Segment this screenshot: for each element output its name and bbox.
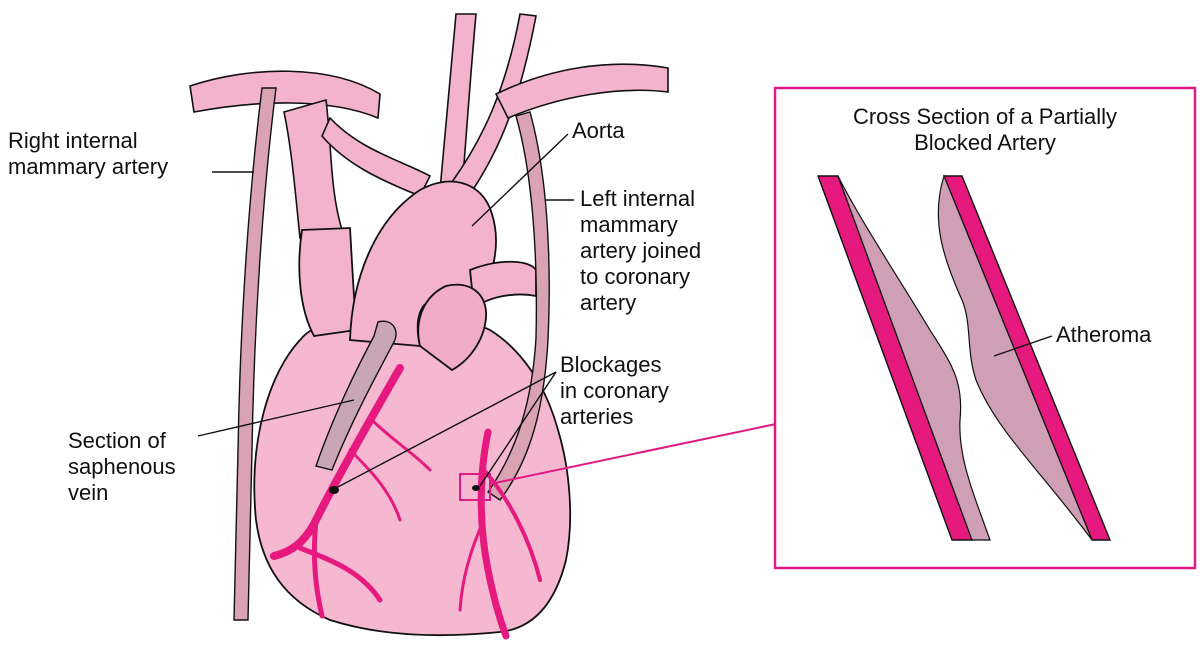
coronary-arteries bbox=[270, 364, 542, 640]
rca-branch-4 bbox=[370, 418, 432, 472]
right-arch-branch bbox=[494, 63, 669, 120]
label-atheroma: Atheroma bbox=[1056, 322, 1152, 347]
right-plaque bbox=[937, 174, 1093, 541]
label-aorta: Aorta bbox=[572, 118, 625, 143]
superior-vena-cava bbox=[298, 227, 357, 337]
callout-connector bbox=[489, 423, 777, 485]
aortic-branches bbox=[189, 13, 669, 239]
left-subclavian-branch bbox=[189, 70, 381, 120]
great-vessels bbox=[298, 180, 537, 372]
label-left-internal-mammary-artery: Left internal mammary artery joined to c… bbox=[580, 186, 702, 315]
left-internal-mammary-artery bbox=[487, 111, 550, 501]
callout-box bbox=[459, 473, 491, 501]
rca-branch-2 bbox=[297, 545, 383, 603]
heart-body bbox=[253, 313, 572, 636]
left-arch-branch bbox=[321, 116, 432, 198]
left-plaque bbox=[837, 175, 991, 541]
artery-cross-section bbox=[816, 174, 1112, 541]
leader-atheroma bbox=[993, 335, 1053, 357]
label-blockages: Blockages in coronary arteries bbox=[560, 352, 669, 429]
blockage-mark-left bbox=[472, 485, 480, 491]
lca-branch-1 bbox=[482, 468, 542, 582]
label-right-internal-mammary-artery: Right internal mammary artery bbox=[8, 128, 169, 179]
mammary-arteries bbox=[233, 87, 550, 621]
leader-blockage-2 bbox=[479, 371, 557, 487]
leader-lines bbox=[197, 133, 1053, 489]
label-saphenous-vein: Section of saphenous vein bbox=[68, 428, 176, 505]
inset-title: Cross Section of a Partially Blocked Art… bbox=[852, 104, 1118, 155]
rca-branch-3 bbox=[348, 448, 402, 522]
lca-branch-2 bbox=[458, 518, 486, 612]
right-coronary-artery bbox=[270, 364, 404, 560]
left-coronary-artery bbox=[477, 428, 510, 640]
leader-blockage-1 bbox=[335, 371, 557, 489]
leader-saphenous bbox=[197, 399, 355, 437]
right-internal-mammary-artery bbox=[233, 87, 277, 621]
pulmonary-trunk bbox=[417, 283, 487, 372]
leader-aorta bbox=[471, 133, 569, 227]
rca-branch-1 bbox=[311, 517, 325, 619]
saphenous-vein-graft bbox=[315, 320, 397, 471]
